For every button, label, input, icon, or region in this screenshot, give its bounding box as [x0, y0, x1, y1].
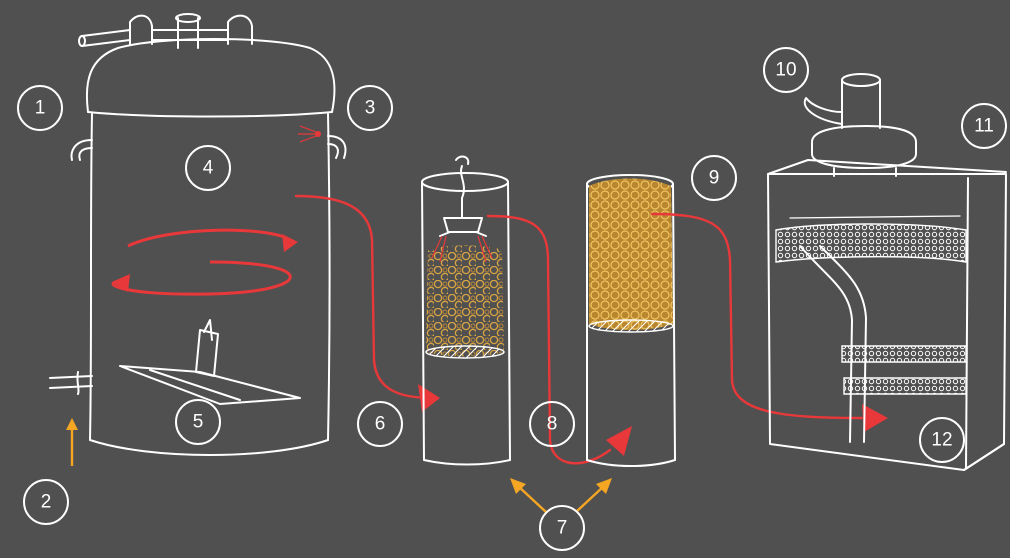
label-3-text: 3 — [365, 98, 376, 119]
label-8: 8 — [529, 401, 575, 447]
label-12: 12 — [919, 417, 965, 463]
mixing-rotation-arrow — [111, 228, 298, 296]
label-7: 7 — [539, 505, 585, 551]
label-1-text: 1 — [35, 98, 46, 119]
label-1: 1 — [17, 85, 63, 131]
label-7-text: 7 — [557, 518, 568, 539]
packed-column — [586, 174, 676, 467]
label-5-text: 5 — [193, 412, 204, 433]
label-11: 11 — [961, 103, 1007, 149]
label-10-text: 10 — [775, 60, 796, 81]
label-9: 9 — [691, 155, 737, 201]
label-4: 4 — [185, 145, 231, 191]
label-2: 2 — [23, 479, 69, 525]
label-2-text: 2 — [41, 492, 52, 513]
fermenter-vessel — [49, 13, 347, 456]
dryer-cabinet — [767, 73, 1007, 471]
flow-arrow-column-to-cabinet — [650, 212, 888, 432]
flow-arrow-column-to-column — [486, 214, 632, 465]
label-11-text: 11 — [974, 116, 994, 137]
label-10: 10 — [763, 47, 809, 93]
label-5: 5 — [175, 399, 221, 445]
label-6: 6 — [357, 401, 403, 447]
inlet-arrow — [66, 418, 78, 466]
label-4-text: 4 — [203, 158, 214, 179]
label-6-text: 6 — [375, 414, 386, 435]
outlet-arrows — [510, 478, 612, 513]
label-9-text: 9 — [709, 168, 720, 189]
spray-column — [421, 155, 511, 466]
label-3: 3 — [347, 85, 393, 131]
flow-arrow-reactor-to-column — [294, 194, 440, 412]
label-8-text: 8 — [547, 414, 558, 435]
label-12-text: 12 — [931, 430, 952, 451]
